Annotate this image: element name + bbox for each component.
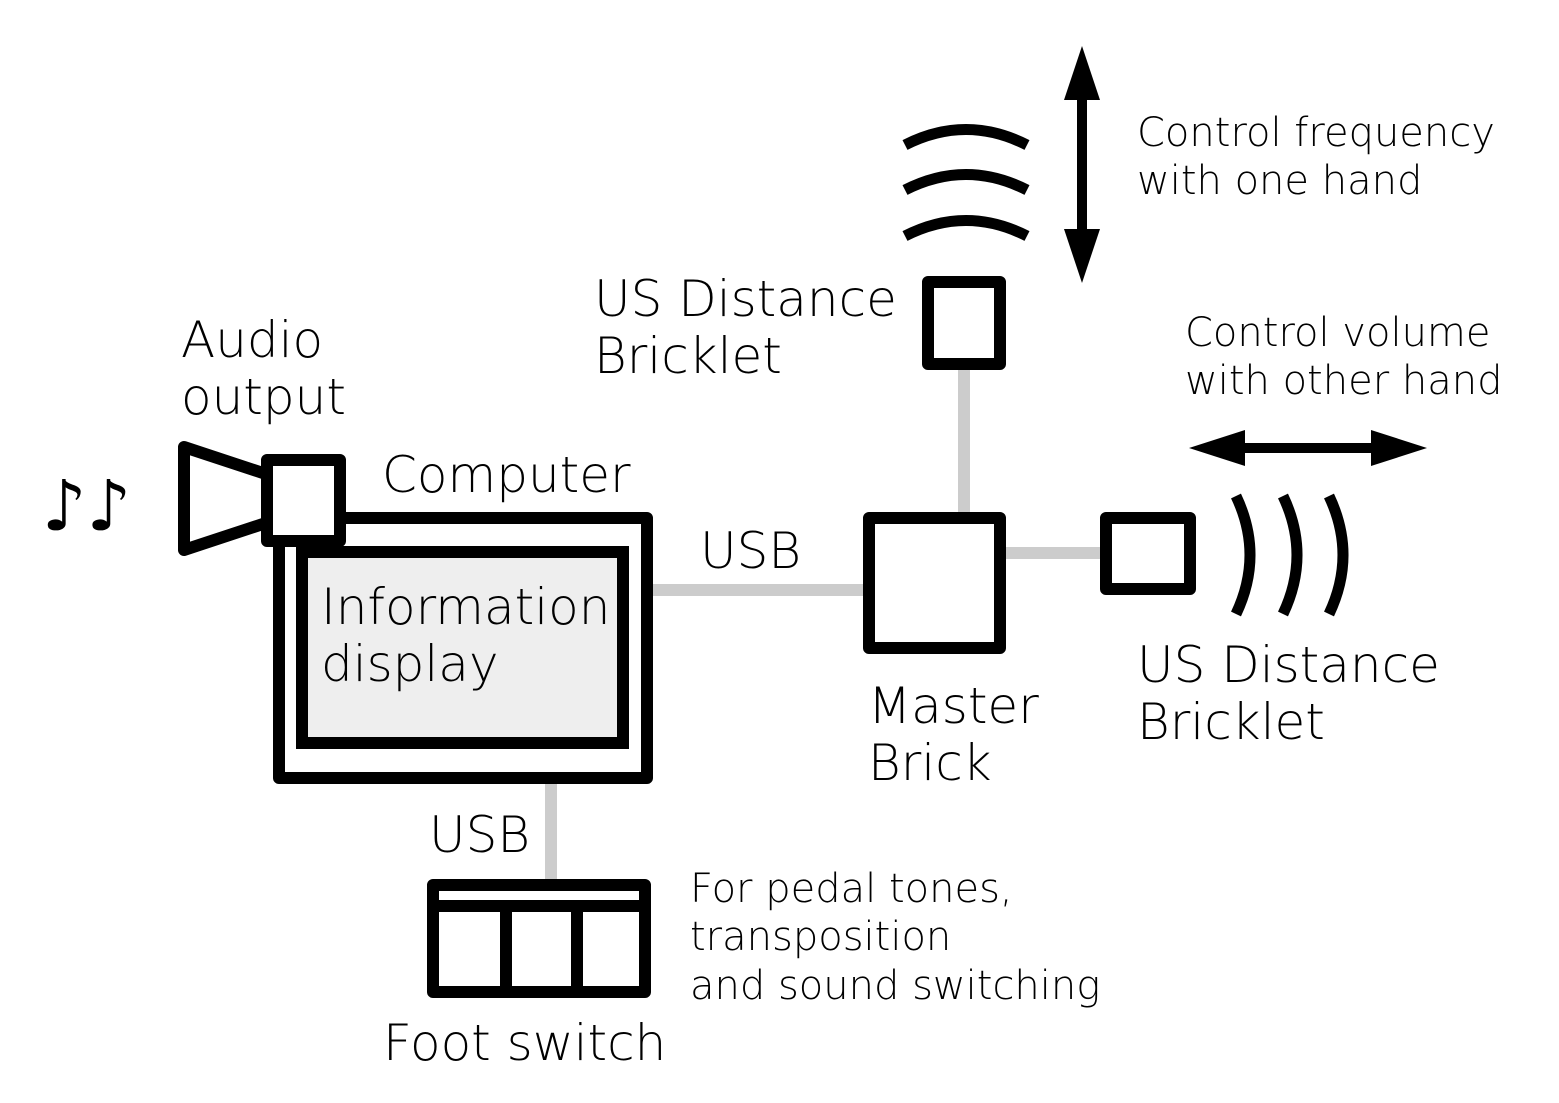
usb-label-bottom: USB xyxy=(429,806,530,864)
ultrasound-waves-top-icon xyxy=(902,124,1030,241)
speaker-box xyxy=(261,454,346,547)
audio-output-label: Audio output xyxy=(181,311,346,426)
music-notes-icon: ♪♪ xyxy=(42,465,131,547)
us-distance-bricklet-right-label: US Distance Bricklet xyxy=(1137,636,1456,751)
foot-switch-icon xyxy=(427,879,651,998)
horizontal-double-arrow-icon xyxy=(1189,430,1427,466)
us-distance-bricklet-top-label: US Distance Bricklet xyxy=(594,270,913,385)
control-frequency-label: Control frequency with one hand xyxy=(1137,110,1508,204)
master-brick-box xyxy=(863,512,1006,654)
information-display-screen xyxy=(296,546,629,749)
foot-switch-note: For pedal tones, transposition and sound… xyxy=(690,866,1100,1009)
us-distance-bricklet-right-box xyxy=(1100,512,1196,595)
ultrasound-waves-right-icon xyxy=(1231,493,1349,617)
foot-switch-label: Foot switch xyxy=(383,1014,666,1072)
information-display-label: Information display xyxy=(321,578,626,693)
us-distance-bricklet-top-box xyxy=(922,276,1006,370)
usb-label-top: USB xyxy=(700,522,801,580)
vertical-double-arrow-icon xyxy=(1064,46,1100,283)
control-volume-label: Control volume with other hand xyxy=(1185,310,1503,404)
computer-label: Computer xyxy=(382,446,631,504)
master-brick-label: Master Brick xyxy=(868,677,1055,792)
